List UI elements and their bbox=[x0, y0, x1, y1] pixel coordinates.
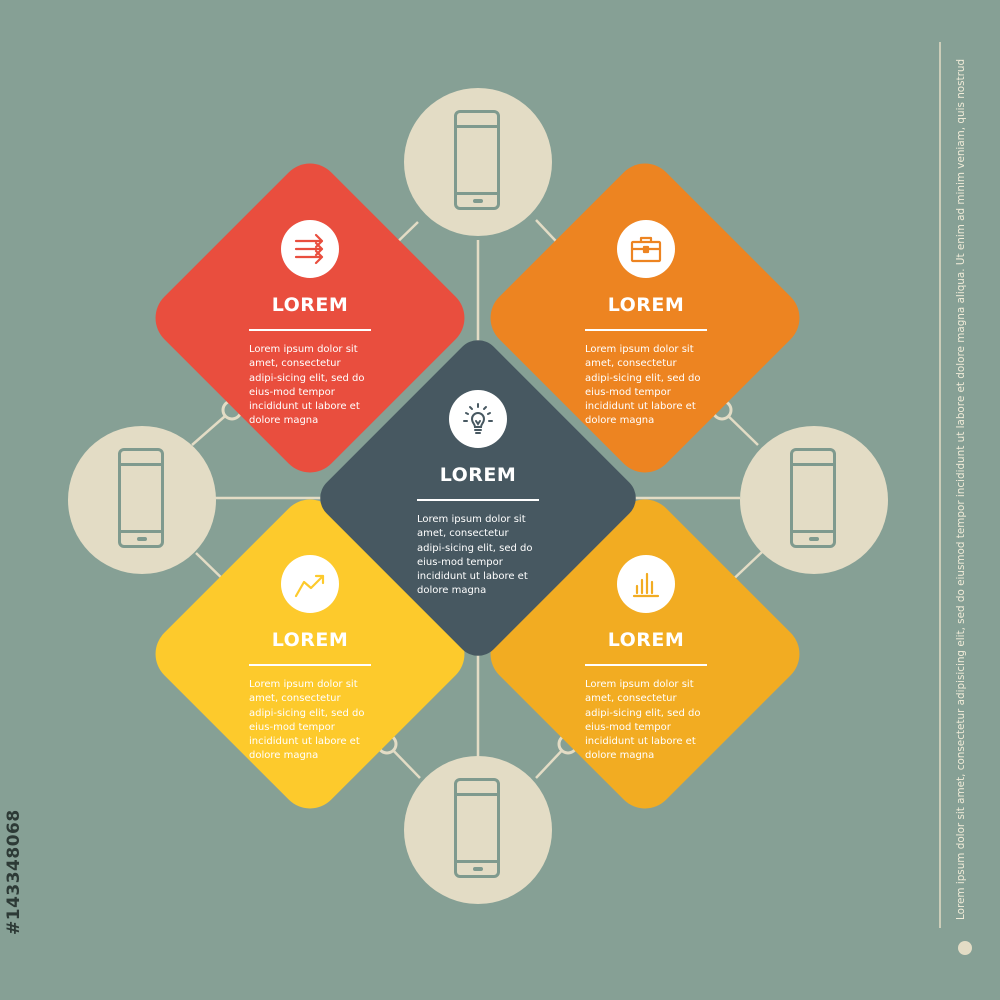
divider bbox=[585, 329, 707, 331]
box-description: Lorem ipsum dolor sit amet, consectetur … bbox=[585, 344, 701, 427]
box-center: LOREM Lorem ipsum dolor sit amet, consec… bbox=[358, 390, 598, 599]
divider bbox=[249, 329, 371, 331]
phone-circle-right bbox=[740, 426, 888, 574]
divider bbox=[585, 664, 707, 666]
box-top-right: LOREM Lorem ipsum dolor sit amet, consec… bbox=[526, 220, 766, 429]
box-title: LOREM bbox=[439, 464, 517, 486]
phone-circle-bottom bbox=[404, 756, 552, 904]
divider bbox=[417, 499, 539, 501]
divider bbox=[249, 664, 371, 666]
box-title: LOREM bbox=[271, 629, 349, 651]
arrows-icon bbox=[281, 220, 339, 278]
box-top-left: LOREM Lorem ipsum dolor sit amet, consec… bbox=[190, 220, 430, 429]
bar-chart-icon bbox=[617, 555, 675, 613]
phone-circle-top bbox=[404, 88, 552, 236]
lightbulb-icon bbox=[449, 390, 507, 448]
box-description: Lorem ipsum dolor sit amet, consectetur … bbox=[585, 679, 701, 762]
phone-circle-left bbox=[68, 426, 216, 574]
trend-up-icon bbox=[281, 555, 339, 613]
box-title: LOREM bbox=[271, 294, 349, 316]
box-title: LOREM bbox=[607, 294, 685, 316]
box-description: Lorem ipsum dolor sit amet, consectetur … bbox=[249, 679, 365, 762]
side-description: Lorem ipsum dolor sit amet, consectetur … bbox=[955, 58, 967, 920]
box-bottom-left: LOREM Lorem ipsum dolor sit amet, consec… bbox=[190, 555, 430, 764]
briefcase-icon bbox=[617, 220, 675, 278]
phone-icon bbox=[454, 110, 500, 210]
phone-icon bbox=[118, 448, 164, 548]
stock-id-label: #143348068 bbox=[4, 809, 24, 935]
phone-icon bbox=[790, 448, 836, 548]
box-description: Lorem ipsum dolor sit amet, consectetur … bbox=[417, 514, 533, 597]
box-title: LOREM bbox=[607, 629, 685, 651]
box-bottom-right: LOREM Lorem ipsum dolor sit amet, consec… bbox=[526, 555, 766, 764]
box-description: Lorem ipsum dolor sit amet, consectetur … bbox=[249, 344, 365, 427]
phone-icon bbox=[454, 778, 500, 878]
